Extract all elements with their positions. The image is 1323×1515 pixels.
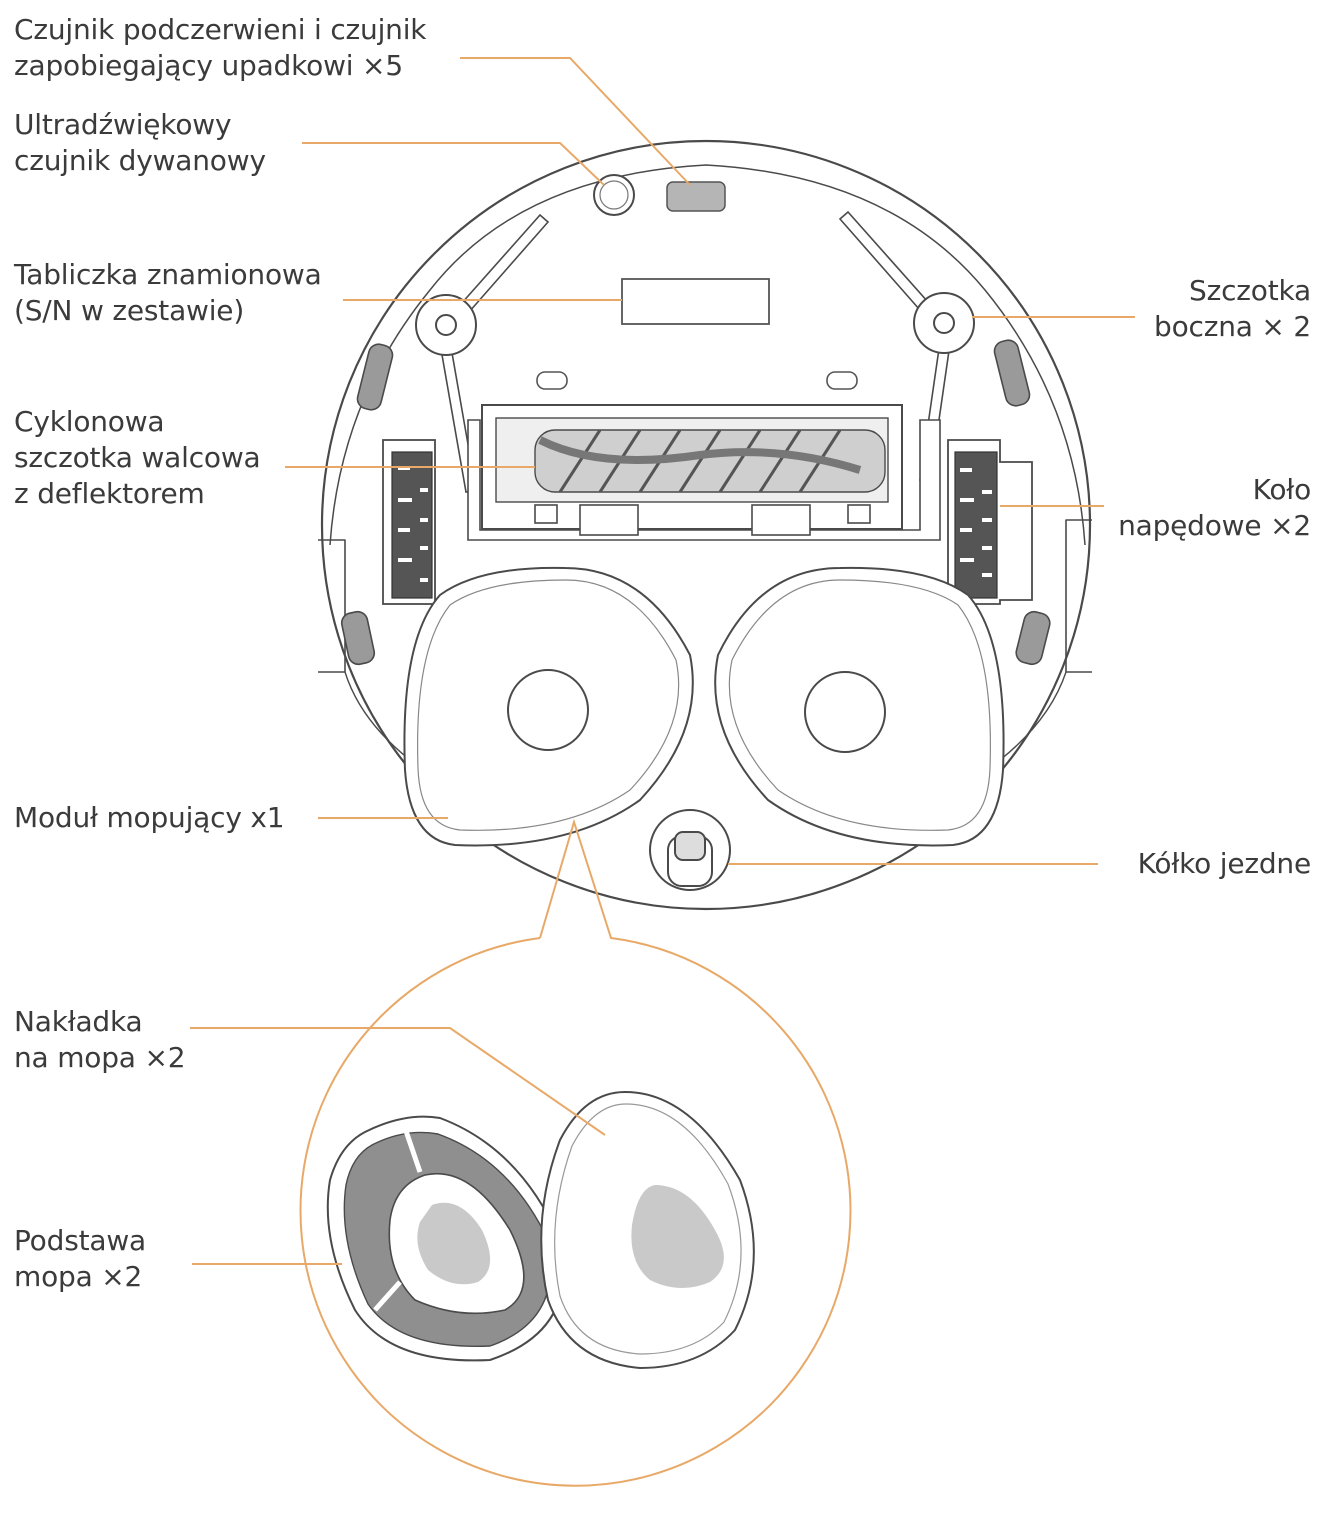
roller-brush bbox=[467, 404, 941, 541]
mop-module bbox=[403, 566, 1005, 847]
drive-wheel-left bbox=[382, 439, 436, 605]
caster-wheel bbox=[649, 809, 731, 891]
magnifier-bubble bbox=[299, 818, 852, 1487]
mop-pad bbox=[540, 1090, 755, 1370]
mop-base bbox=[326, 1115, 565, 1362]
edge-strips bbox=[340, 339, 1051, 666]
rating-plate bbox=[621, 278, 770, 325]
side-brush-right bbox=[838, 210, 975, 483]
drive-wheel-right bbox=[947, 439, 1033, 605]
label-caster: Kółko jezdne bbox=[1137, 847, 1312, 880]
label-rating-plate: Tabliczka znamionowa(S/N w zestawie) bbox=[14, 258, 322, 327]
robot-body bbox=[318, 139, 1092, 911]
leader-lines bbox=[190, 57, 1135, 1265]
ir-sensor bbox=[666, 181, 726, 212]
label-mop-module: Moduł mopujący x1 bbox=[14, 801, 285, 834]
